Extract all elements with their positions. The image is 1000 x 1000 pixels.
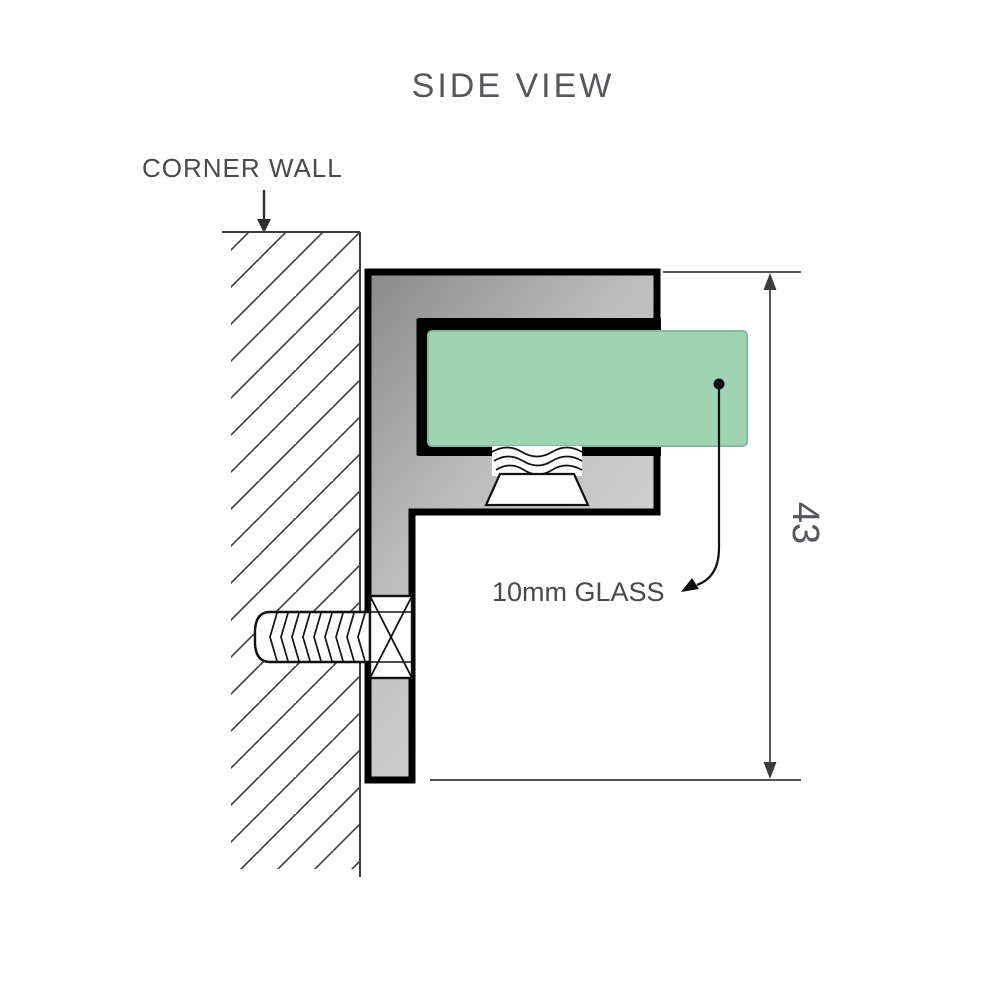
glass-panel xyxy=(427,330,748,447)
corner-wall-label: CORNER WALL xyxy=(142,153,343,183)
glass-leader-arrow xyxy=(681,378,725,592)
corner-wall-pointer-arrow xyxy=(257,190,271,233)
screw-head xyxy=(368,594,414,680)
wall-hatching xyxy=(231,233,360,869)
gasket-seal xyxy=(484,446,590,507)
glass-label: 10mm GLASS xyxy=(492,577,665,607)
wall-section xyxy=(222,231,361,877)
dimension-value: 43 xyxy=(784,502,826,544)
page-title: SIDE VIEW xyxy=(412,67,615,105)
dimension-43 xyxy=(430,271,801,781)
mounting-screw xyxy=(253,594,414,680)
screw-threads xyxy=(269,612,366,662)
